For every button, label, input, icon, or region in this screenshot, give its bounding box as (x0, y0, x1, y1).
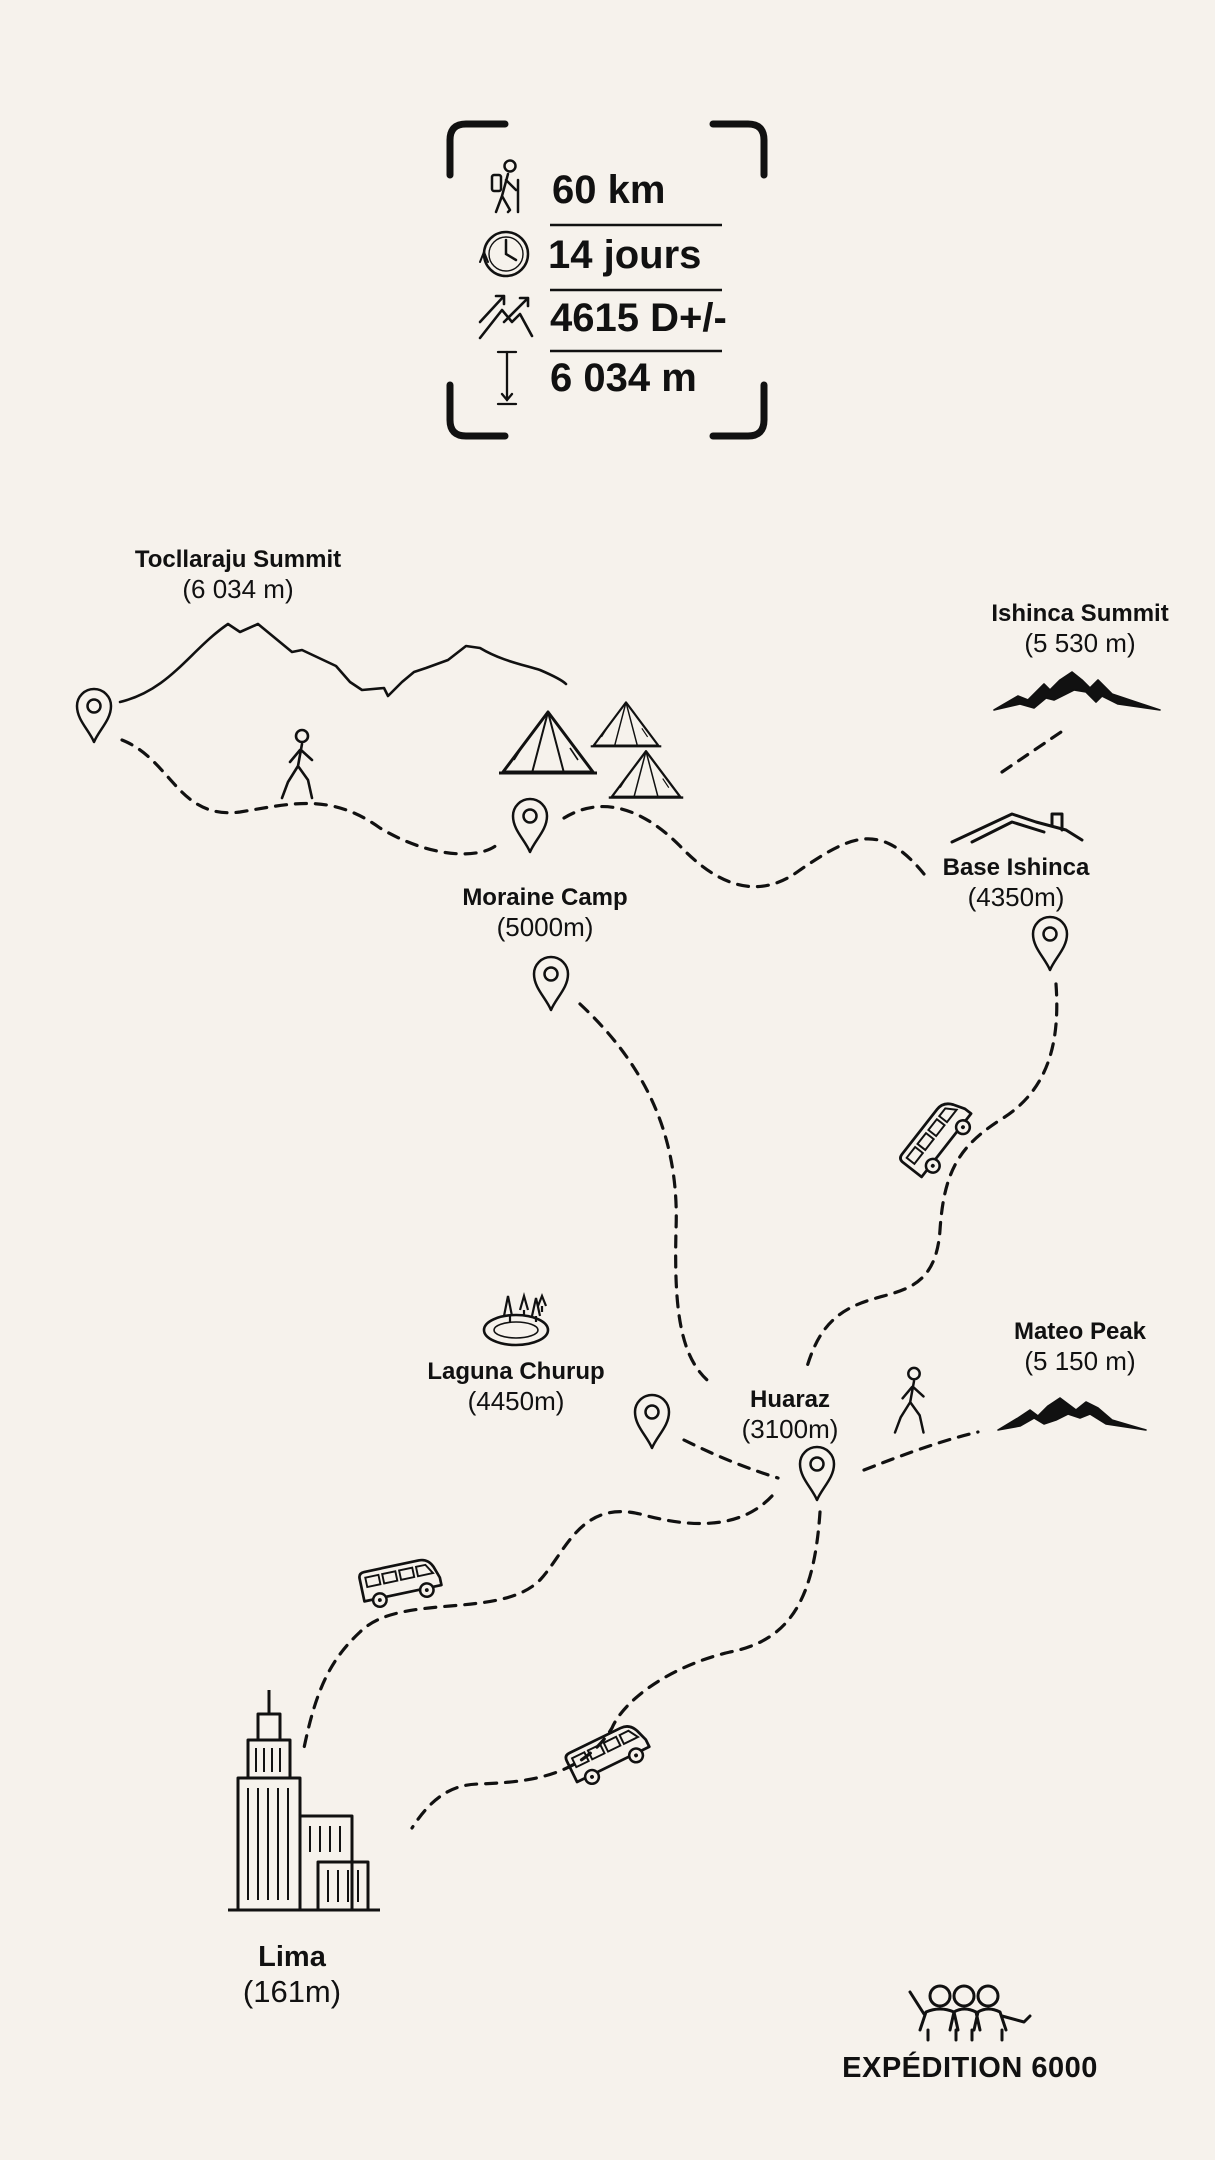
tent-icon (589, 701, 663, 748)
place-name: Huaraz (749, 1386, 831, 1413)
lake-icon (482, 1291, 550, 1347)
place-altitude: (3100m) (741, 1414, 839, 1445)
place-name: Laguna Churup (427, 1358, 605, 1385)
route-huaraz-lima-north (302, 1494, 774, 1750)
place-label-ishinca-summit: Ishinca Summit (5 530 m) (950, 600, 1210, 659)
place-altitude: (4450m) (467, 1386, 565, 1417)
place-label-lima: Lima (161m) (210, 1940, 374, 2011)
map-pin-icon[interactable] (633, 1393, 671, 1450)
group-icon (908, 1984, 1032, 2042)
route-tocllaraju-moraine (120, 738, 500, 856)
map-pin-icon[interactable] (532, 955, 570, 1012)
mountain-icon (993, 671, 1161, 711)
stats-dividers (550, 223, 722, 353)
place-name: Mateo Peak (1013, 1318, 1147, 1345)
place-name: Base Ishinca (942, 854, 1090, 881)
duration-value: 14 jours (548, 233, 702, 277)
elevation-icon (478, 294, 534, 340)
tent-icon (607, 750, 685, 799)
hiker-icon (490, 159, 520, 214)
route-moraine-base-ishinca (562, 804, 926, 889)
place-altitude: (5 530 m) (1024, 628, 1136, 659)
map-pin-icon[interactable] (75, 687, 113, 744)
stats-frame (446, 120, 768, 440)
place-label-base-ishinca: Base Ishinca (4350m) (906, 854, 1126, 913)
place-label-laguna-churup: Laguna Churup (4450m) (400, 1358, 632, 1417)
route-base-ishinca-huaraz (804, 982, 1059, 1372)
place-name: Lima (258, 1941, 326, 1973)
distance-value: 60 km (552, 168, 666, 212)
mountain-icon (118, 622, 568, 704)
mountain-icon (997, 1397, 1147, 1431)
place-label-mateo-peak: Mateo Peak (5 150 m) (970, 1318, 1190, 1377)
brand-name: EXPÉDITION 6000 (842, 2052, 1098, 2084)
place-name: Moraine Camp (462, 884, 628, 911)
place-name: Tocllaraju Summit (134, 546, 342, 573)
place-altitude: (5 150 m) (1024, 1346, 1136, 1377)
place-altitude: (161m) (242, 1974, 342, 2010)
elevation-gain-value: 4615 D+/- (550, 296, 727, 340)
walking-person-icon (280, 728, 314, 800)
max-altitude-value: 6 034 m (550, 356, 697, 400)
walking-person-icon (893, 1366, 925, 1434)
house-icon (950, 812, 1084, 844)
place-label-huaraz: Huaraz (3100m) (722, 1386, 858, 1445)
clock-icon (479, 230, 530, 278)
van-icon (897, 1094, 980, 1184)
route-ishinca-ascent (1000, 728, 1066, 774)
map-pin-icon[interactable] (798, 1445, 836, 1502)
place-altitude: (4350m) (967, 882, 1065, 913)
city-buildings-icon (228, 1690, 380, 1912)
altitude-icon (496, 350, 518, 406)
map-pin-icon[interactable] (511, 797, 549, 854)
place-label-moraine-camp: Moraine Camp (5000m) (420, 884, 670, 943)
route-moraine-huaraz (578, 1002, 714, 1386)
place-altitude: (6 034 m) (182, 574, 294, 605)
tent-icon (497, 710, 599, 775)
route-laguna-huaraz (682, 1438, 780, 1480)
route-huaraz-mateo (862, 1430, 980, 1472)
route-huaraz-lima-south (410, 1510, 822, 1830)
place-name: Ishinca Summit (991, 600, 1169, 627)
map-pin-icon[interactable] (1031, 915, 1069, 972)
route-paths (120, 728, 1066, 1830)
place-label-tocllaraju: Tocllaraju Summit (6 034 m) (88, 546, 388, 605)
place-altitude: (5000m) (496, 912, 594, 943)
van-icon (357, 1555, 445, 1612)
